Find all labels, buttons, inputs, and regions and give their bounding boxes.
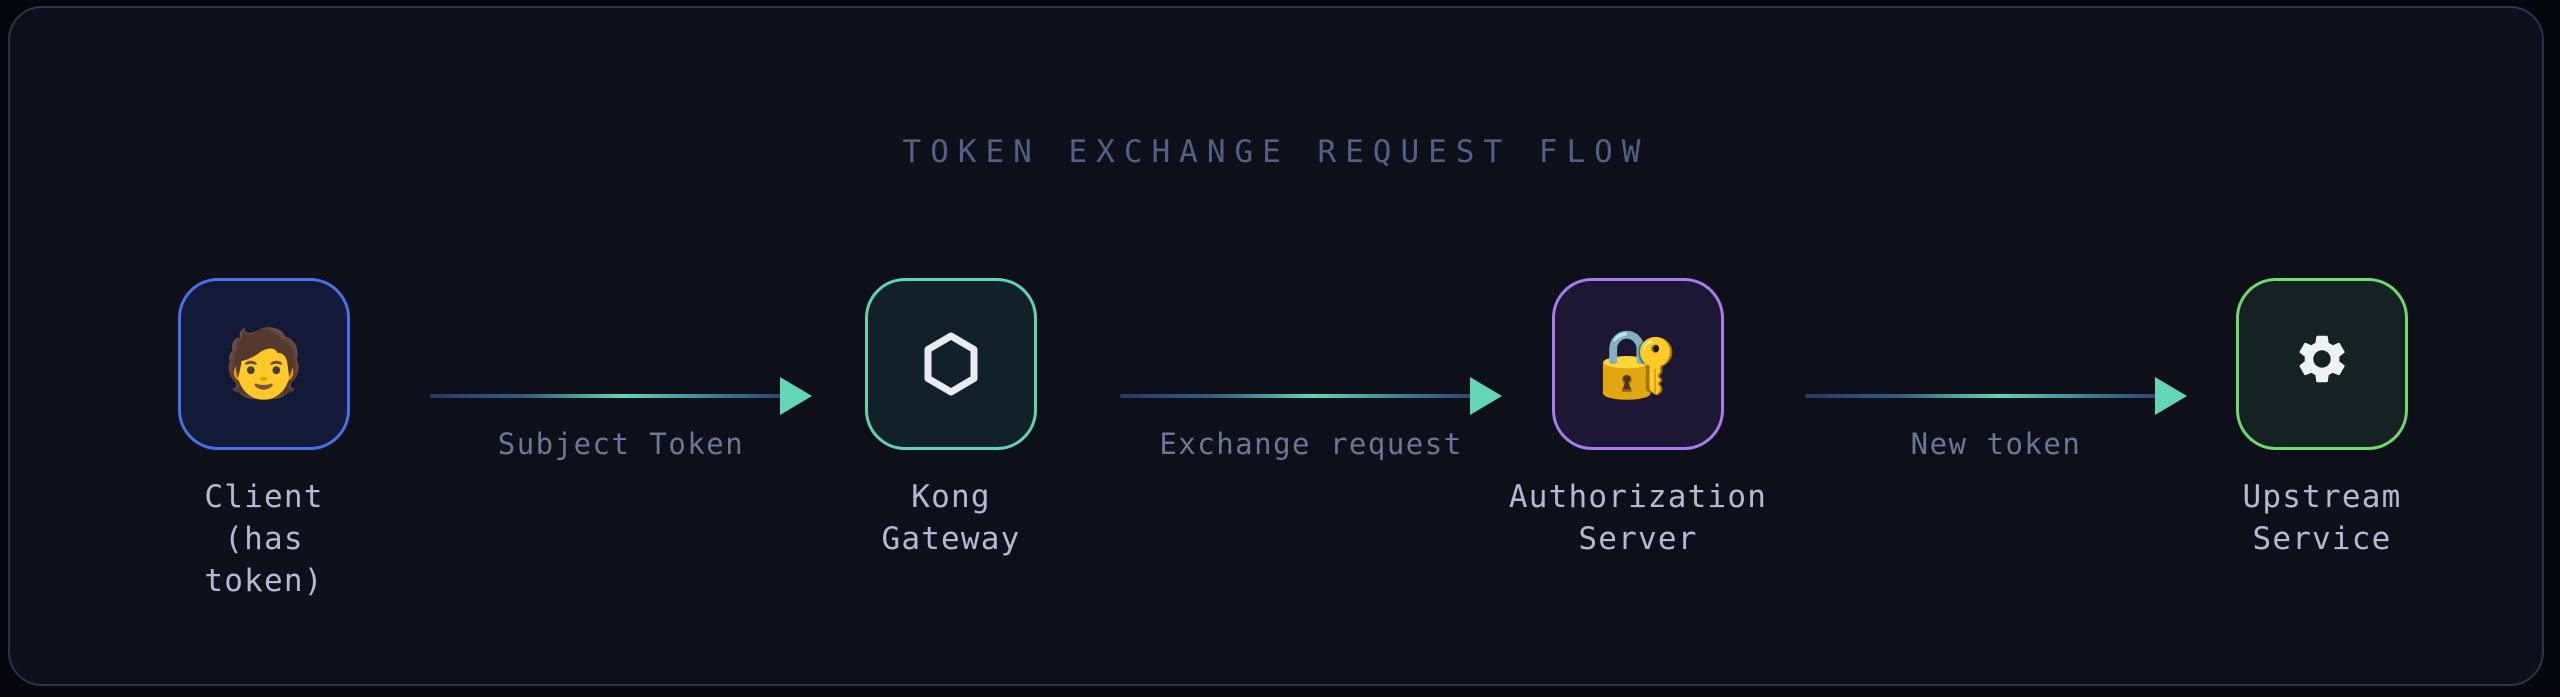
hexagon-icon	[922, 332, 980, 396]
flow-edge-2-label: Exchange request	[1159, 427, 1463, 461]
flow-edge-3-line	[1805, 394, 2157, 398]
page-title: TOKEN EXCHANGE REQUEST FLOW	[902, 134, 1650, 170]
person-emoji-icon: 🧑	[222, 325, 306, 402]
flow-node-upstream-service[interactable]: Upstream Service	[2234, 278, 2410, 560]
flow-edge-2: Exchange request	[1120, 278, 1520, 461]
arrow-head-icon	[780, 377, 812, 415]
arrow-head-icon	[2155, 377, 2187, 415]
lock-with-key-emoji-icon: 🔐	[1596, 325, 1680, 402]
flow-edge-3: New token	[1805, 278, 2205, 461]
flow-node-upstream-service-box[interactable]	[2236, 278, 2408, 450]
gear-icon	[2293, 330, 2351, 399]
flow-edge-3-label: New token	[1910, 427, 2082, 461]
arrow-head-icon	[1470, 377, 1502, 415]
flow-edge-2-line	[1120, 394, 1472, 398]
flow-edge-1-label: Subject Token	[497, 427, 745, 461]
flow-edge-1: Subject Token	[430, 278, 830, 461]
flow-node-kong-gateway-label: Kong Gateway	[881, 479, 1021, 558]
flow-node-authorization-server-label: Authorization Server	[1508, 479, 1768, 558]
flow-node-upstream-service-label: Upstream Service	[2242, 479, 2402, 558]
flow-node-authorization-server-box[interactable]: 🔐	[1552, 278, 1724, 450]
flow-node-kong-gateway[interactable]: Kong Gateway	[863, 278, 1039, 560]
flow-node-client[interactable]: 🧑 Client (has token)	[176, 278, 352, 602]
flow-node-kong-gateway-box[interactable]	[865, 278, 1037, 450]
flow-edge-1-line	[430, 394, 782, 398]
diagram-panel: TOKEN EXCHANGE REQUEST FLOW 🧑 Client (ha…	[8, 6, 2544, 686]
flow-node-authorization-server[interactable]: 🔐 Authorization Server	[1509, 278, 1766, 560]
flow-node-client-label: Client (has token)	[204, 479, 324, 600]
flow-row: 🧑 Client (has token) Subject Token Kong …	[10, 278, 2542, 599]
flow-node-client-box[interactable]: 🧑	[178, 278, 350, 450]
